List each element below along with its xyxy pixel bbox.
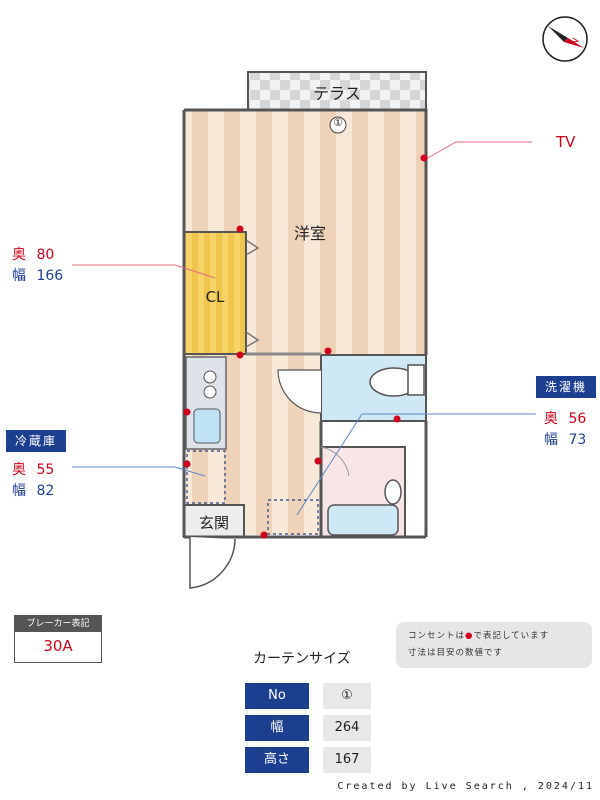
breaker-box: ブレーカー表記 30A [14, 615, 102, 663]
entrance-box [183, 504, 245, 538]
curtain-val-no: ① [323, 683, 371, 709]
outlet-dot-icon [183, 154, 428, 539]
credit-text: Created by Live Search , 2024/11 [337, 781, 594, 792]
closet-depth: 奥 80 [12, 247, 55, 263]
fridge-space [186, 450, 226, 504]
compass-icon: N [542, 16, 588, 62]
svg-text:N: N [570, 37, 582, 48]
western-room-label: 洋室 [293, 224, 326, 243]
door-swing [277, 369, 322, 414]
outlet-dot-icon: ● [465, 631, 474, 641]
washer-width: 幅 73 [544, 432, 587, 448]
washer-space [267, 499, 319, 535]
curtain-key-no: No [245, 683, 309, 709]
notes-box: コンセントは●で表記しています 寸法は目安の数値です [396, 622, 592, 668]
curtain-title: カーテンサイズ [253, 651, 351, 667]
breaker-title: ブレーカー表記 [15, 616, 101, 632]
terrace-area [247, 71, 427, 111]
curtain-val-width: 264 [323, 715, 371, 741]
washer-badge: 洗濯機 [536, 376, 596, 398]
curtain-key-width: 幅 [245, 715, 309, 741]
curtain-key-height: 高さ [245, 747, 309, 773]
breaker-value: 30A [43, 637, 73, 655]
curtain-val-height: 167 [323, 747, 371, 773]
window-number-circle [329, 116, 347, 134]
window-number: ① [333, 116, 343, 129]
fridge-depth: 奥 55 [12, 462, 55, 478]
floor-plan [72, 71, 536, 589]
closet-width: 幅 166 [12, 268, 64, 284]
entrance-door [189, 537, 236, 589]
fridge-badge: 冷蔵庫 [6, 430, 66, 452]
closet-label: CL [205, 288, 225, 306]
notes-line1: コンセントは●で表記しています [408, 631, 550, 641]
curtain-table: No ① 幅 264 高さ 167 [245, 683, 371, 773]
notes-line2: 寸法は目安の数値です [408, 648, 504, 658]
washer-depth: 奥 56 [544, 411, 587, 427]
terrace-label: テラス [313, 84, 361, 103]
entrance-floor [184, 505, 244, 537]
tv-label: TV [556, 133, 576, 151]
fridge-width: 幅 82 [12, 483, 55, 499]
entrance-label: 玄関 [198, 514, 229, 532]
